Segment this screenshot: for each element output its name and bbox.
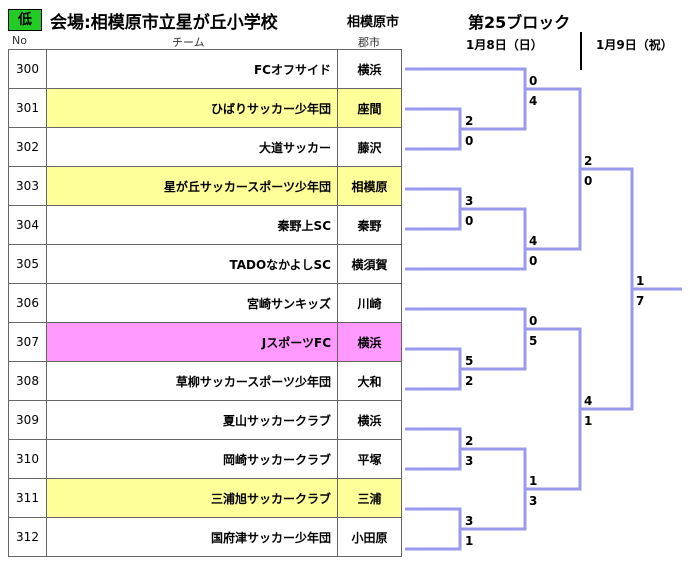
bracket-m307_308 [405,347,462,391]
score-final-b: 7 [636,294,644,308]
bracket-m300_w1 [405,67,527,131]
team-town: 横浜 [337,400,402,440]
score-m306_w3-a: 0 [529,314,537,328]
col-no-header: No [12,34,27,47]
team-number: 307 [8,322,47,362]
team-town: 座間 [337,88,402,128]
score-m306_w3-b: 5 [529,334,537,348]
team-town: 藤沢 [337,127,402,167]
team-number: 303 [8,166,47,206]
bracket-m301_302 [405,107,462,151]
score-m307_308-a: 5 [465,354,473,368]
level-badge: 低 [8,9,42,31]
team-town: 横浜 [337,322,402,362]
team-town: 秦野 [337,205,402,245]
team-name: 星が丘サッカースポーツ少年団 [46,166,338,206]
score-semi_bot-b: 1 [584,414,592,428]
team-number: 312 [8,517,47,557]
block-title: 第25ブロック [468,13,571,32]
bracket-semi_bot [525,327,582,491]
score-m303_304-a: 3 [465,194,473,208]
score-m300_w1-a: 0 [529,74,537,88]
team-name: 三浦旭サッカークラブ [46,478,338,518]
day1-label: 1月8日（日） [466,38,543,52]
team-number: 300 [8,49,47,89]
team-number: 306 [8,283,47,323]
team-town: 川崎 [337,283,402,323]
team-town: 小田原 [337,517,402,557]
team-town: 大和 [337,361,402,401]
team-name: TADOなかよしSC [46,244,338,284]
team-town: 平塚 [337,439,402,479]
score-m309_310-a: 2 [465,434,473,448]
bracket-m303_304 [405,187,462,231]
team-name: 大道サッカー [46,127,338,167]
bracket-m306_w3 [405,307,527,371]
team-name: 草柳サッカースポーツ少年団 [46,361,338,401]
team-number: 308 [8,361,47,401]
bracket-m311_312 [405,507,462,551]
score-m309_310-b: 3 [465,454,473,468]
score-m303_304-b: 0 [465,214,473,228]
score-m307_308-b: 2 [465,374,473,388]
score-m301_302-a: 2 [465,114,473,128]
team-town: 相模原 [337,166,402,206]
day2-label: 1月9日（祝） [596,38,673,52]
bracket-semi_top [525,87,582,251]
score-m301_302-b: 0 [465,134,473,148]
team-name: JスポーツFC [46,322,338,362]
score-m300_w1-b: 4 [529,94,537,108]
team-name: ひばりサッカー少年団 [46,88,338,128]
score-mw4_w5-b: 3 [529,494,537,508]
score-semi_top-b: 0 [584,174,592,188]
team-number: 301 [8,88,47,128]
score-mw4_w5-a: 1 [529,474,537,488]
col-team-header: チーム [172,36,205,49]
col-town-header: 郡市 [358,36,380,49]
bracket-final [580,167,682,411]
day-separator [580,32,582,70]
city-label: 相模原市 [347,15,400,30]
bracket-mw2_305 [405,207,527,271]
team-number: 311 [8,478,47,518]
score-m311_312-b: 1 [465,534,473,548]
venue-title: 会場:相模原市立星が丘小学校 [50,13,278,33]
score-semi_top-a: 2 [584,154,592,168]
team-name: 秦野上SC [46,205,338,245]
score-final-a: 1 [636,274,644,288]
team-name: 国府津サッカー少年団 [46,517,338,557]
score-m311_312-a: 3 [465,514,473,528]
team-name: FCオフサイド [46,49,338,89]
score-mw2_305-a: 4 [529,234,537,248]
team-town: 横須賀 [337,244,402,284]
score-mw2_305-b: 0 [529,254,537,268]
team-town: 横浜 [337,49,402,89]
score-semi_bot-a: 4 [584,394,592,408]
bracket-m309_310 [405,427,462,471]
